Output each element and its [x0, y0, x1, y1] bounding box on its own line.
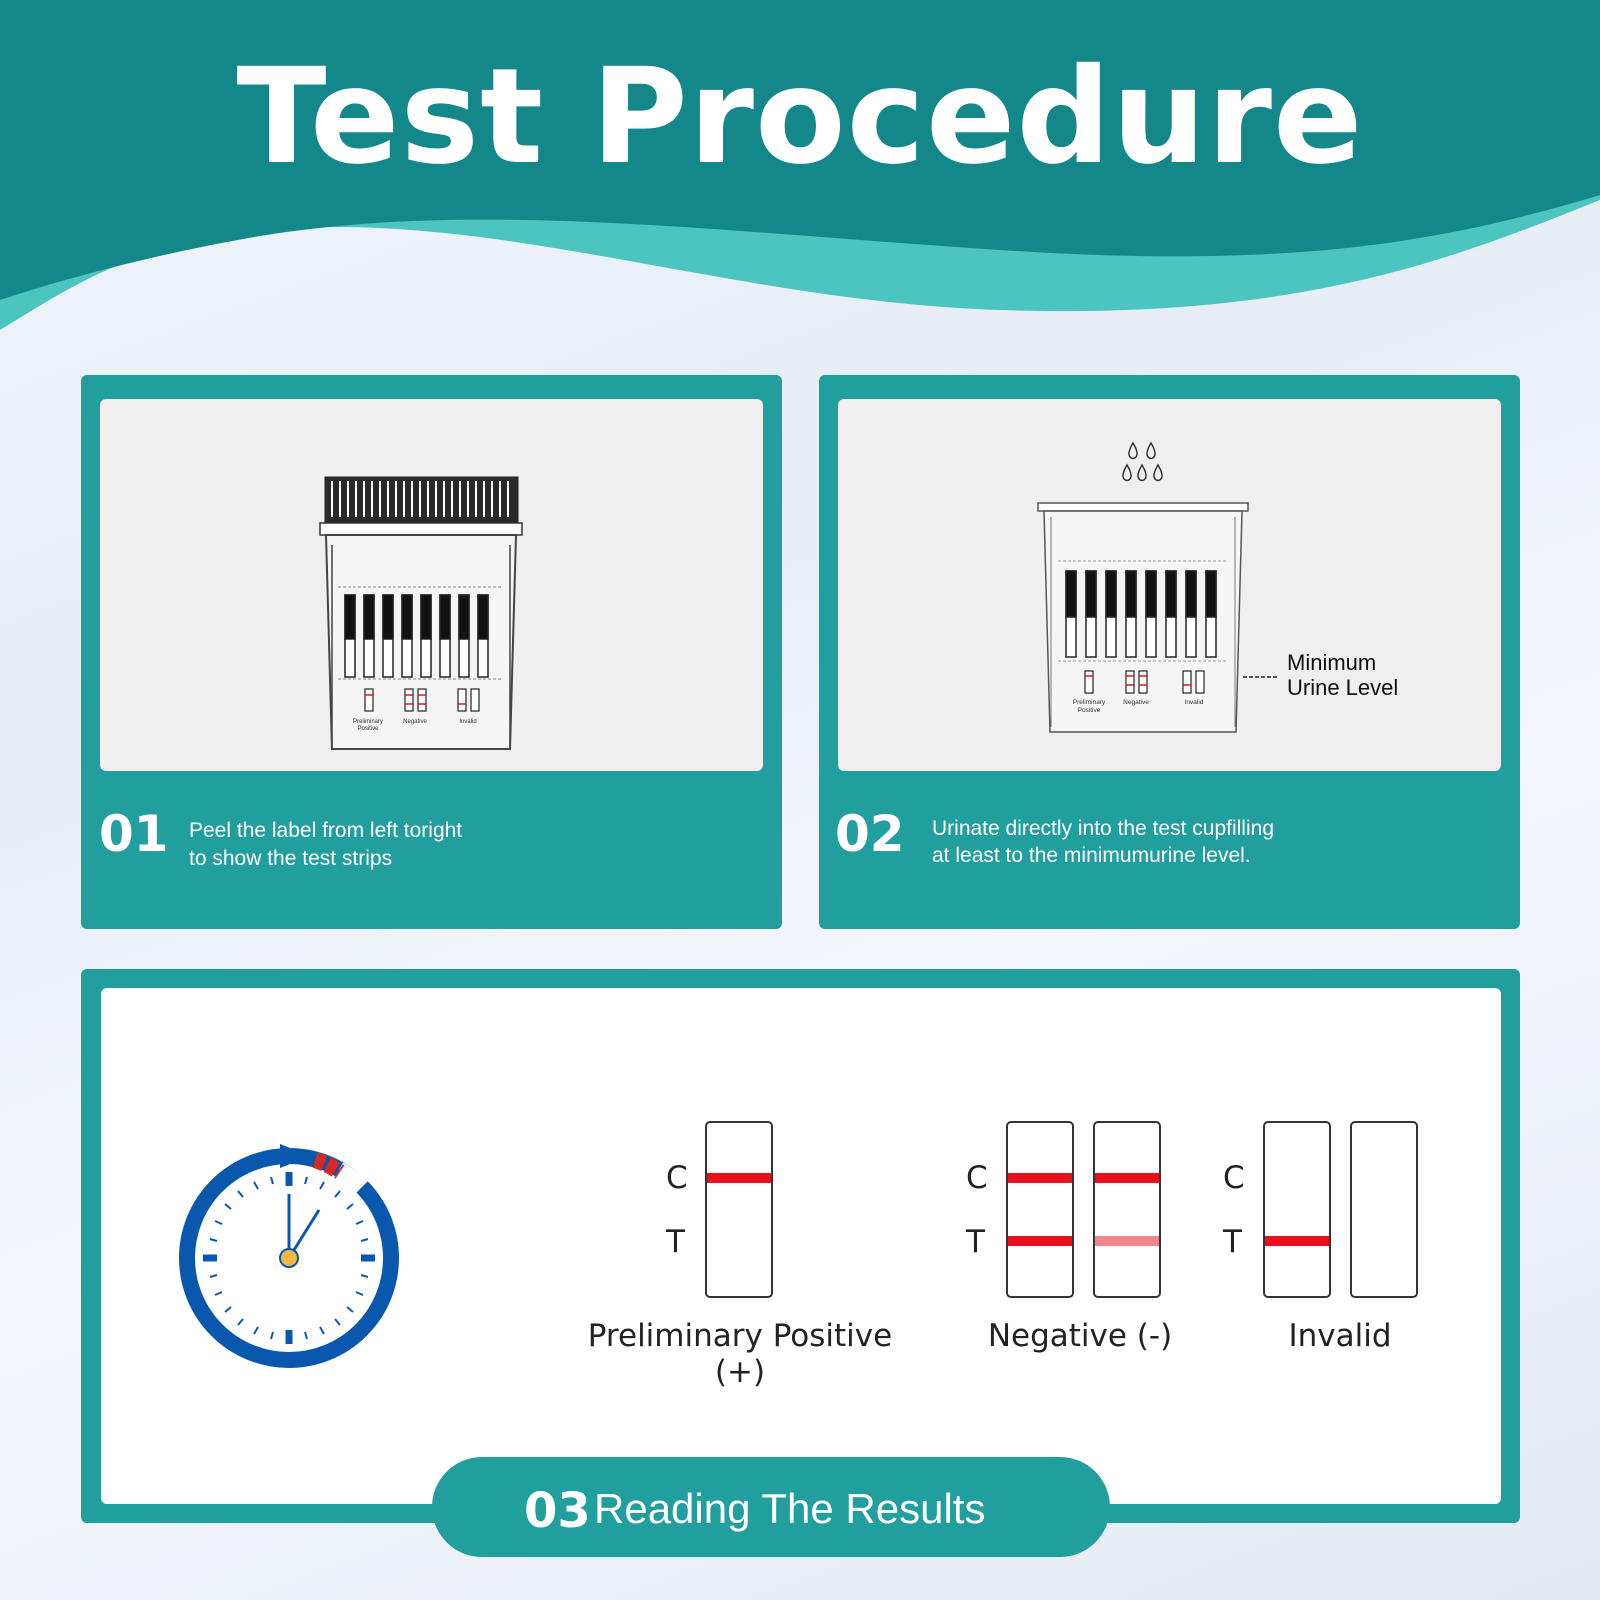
step-1-text-line1: Peel the label from left toright	[189, 819, 463, 842]
step-1-image-panel: Preliminary Positive Negative Invalid	[100, 399, 763, 771]
step-3-title-pill: 03 Reading The Results	[432, 1457, 1110, 1557]
strip-invalid-1	[1263, 1121, 1331, 1298]
step-2-text-line2: at least to the minimumurine level.	[932, 844, 1251, 867]
c-label-negative: C	[966, 1160, 988, 1196]
test-cup-filled-icon: Preliminary Positive Negative Invalid Mi…	[1037, 441, 1398, 733]
t-label-positive: T	[666, 1224, 685, 1260]
header-wave-background	[0, 0, 1600, 330]
t-label-invalid: T	[1223, 1224, 1242, 1260]
min-level-label-line2: Urine Level	[1287, 675, 1398, 700]
cup-label-pp2: Positive	[357, 726, 379, 732]
step-1-text-line2: to show the test strips	[189, 847, 393, 870]
label-preliminary-positive: Preliminary Positive (+)	[587, 1318, 893, 1390]
cup2-label-pp: Preliminary	[1073, 699, 1106, 706]
test-cup-icon: Preliminary Positive Negative Invalid	[319, 476, 523, 750]
cup2-label-pp2: Positive	[1078, 707, 1101, 714]
c-label-invalid: C	[1223, 1160, 1245, 1196]
step-3-card	[81, 969, 1520, 1523]
cup-label-invalid: Invalid	[459, 719, 476, 725]
cup2-label-negative: Negative	[1123, 699, 1149, 706]
min-level-label-line1: Minimum	[1287, 650, 1376, 675]
step-2-image-panel: Preliminary Positive Negative Invalid Mi…	[838, 399, 1501, 771]
strip-negative-1	[1006, 1121, 1074, 1298]
step-1-card: Preliminary Positive Negative Invalid 01…	[81, 375, 782, 929]
cup-label-pp: Preliminary	[353, 719, 383, 725]
page-title: Test Procedure	[236, 40, 1364, 194]
cup2-label-invalid: Invalid	[1185, 699, 1204, 706]
strip-invalid-2	[1350, 1121, 1418, 1298]
label-negative: Negative (-)	[987, 1318, 1173, 1354]
cup-label-negative: Negative	[403, 719, 427, 725]
water-drops-icon	[1122, 441, 1163, 482]
clock-icon	[179, 1144, 399, 1368]
strip-negative-2	[1093, 1121, 1161, 1298]
t-label-negative: T	[966, 1224, 985, 1260]
strip-positive	[705, 1121, 773, 1298]
step-3-title: Reading The Results	[594, 1485, 986, 1532]
results-strips	[705, 1121, 1418, 1298]
step-2-card: Preliminary Positive Negative Invalid Mi…	[819, 375, 1520, 929]
step-2-number: 02	[835, 805, 905, 863]
step-1-number: 01	[99, 805, 169, 863]
step-2-text-line1: Urinate directly into the test cupfillin…	[932, 817, 1274, 840]
label-invalid: Invalid	[1288, 1318, 1392, 1354]
step-3-number: 03	[524, 1483, 591, 1539]
c-label-positive: C	[666, 1160, 688, 1196]
